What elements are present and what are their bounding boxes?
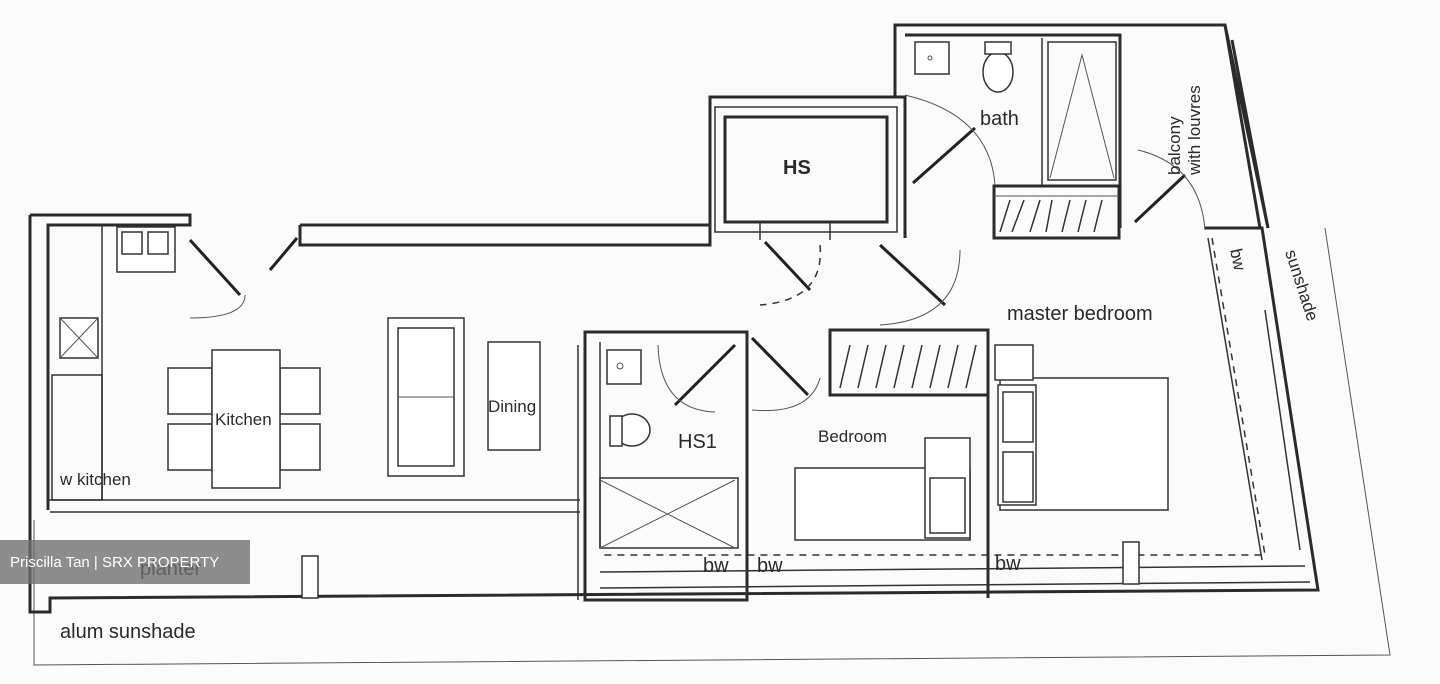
hs1-bathroom <box>577 330 749 602</box>
label-hs: HS <box>783 157 811 179</box>
hs-store <box>723 115 889 224</box>
wardrobe-top <box>992 184 1121 240</box>
label-bw-right: bw <box>1226 247 1249 273</box>
label-bath: bath <box>980 108 1019 130</box>
window-sills <box>50 511 1311 599</box>
living-furniture <box>387 317 541 477</box>
label-bw-1: bw <box>703 555 729 577</box>
bath-room <box>904 38 1121 186</box>
exterior-walls <box>28 23 1320 614</box>
label-bedroom-2: Bedroom <box>818 427 887 446</box>
bedroom-window-strip <box>600 237 1301 561</box>
label-kitchen-area: Kitchen <box>215 410 272 429</box>
dining-set <box>167 349 321 489</box>
label-bw-3: bw <box>995 553 1021 575</box>
watermark: Priscilla Tan | SRX PROPERTY <box>0 540 250 584</box>
label-dining: Dining <box>488 397 536 416</box>
label-sunshade: sunshade <box>1281 247 1322 323</box>
bedroom-2 <box>745 328 990 600</box>
label-alum-sunshade: alum sunshade <box>60 621 196 643</box>
label-w-kitchen: w kitchen <box>59 470 131 489</box>
master-bed <box>994 344 1169 511</box>
label-master-bedroom: master bedroom <box>1007 303 1153 325</box>
label-hs1: HS1 <box>678 431 717 453</box>
kitchen-area <box>48 225 580 501</box>
label-bw-2: bw <box>757 555 783 577</box>
alum-sunshade-outline <box>33 227 1391 666</box>
label-balcony: balconywith louvres <box>1165 85 1204 176</box>
